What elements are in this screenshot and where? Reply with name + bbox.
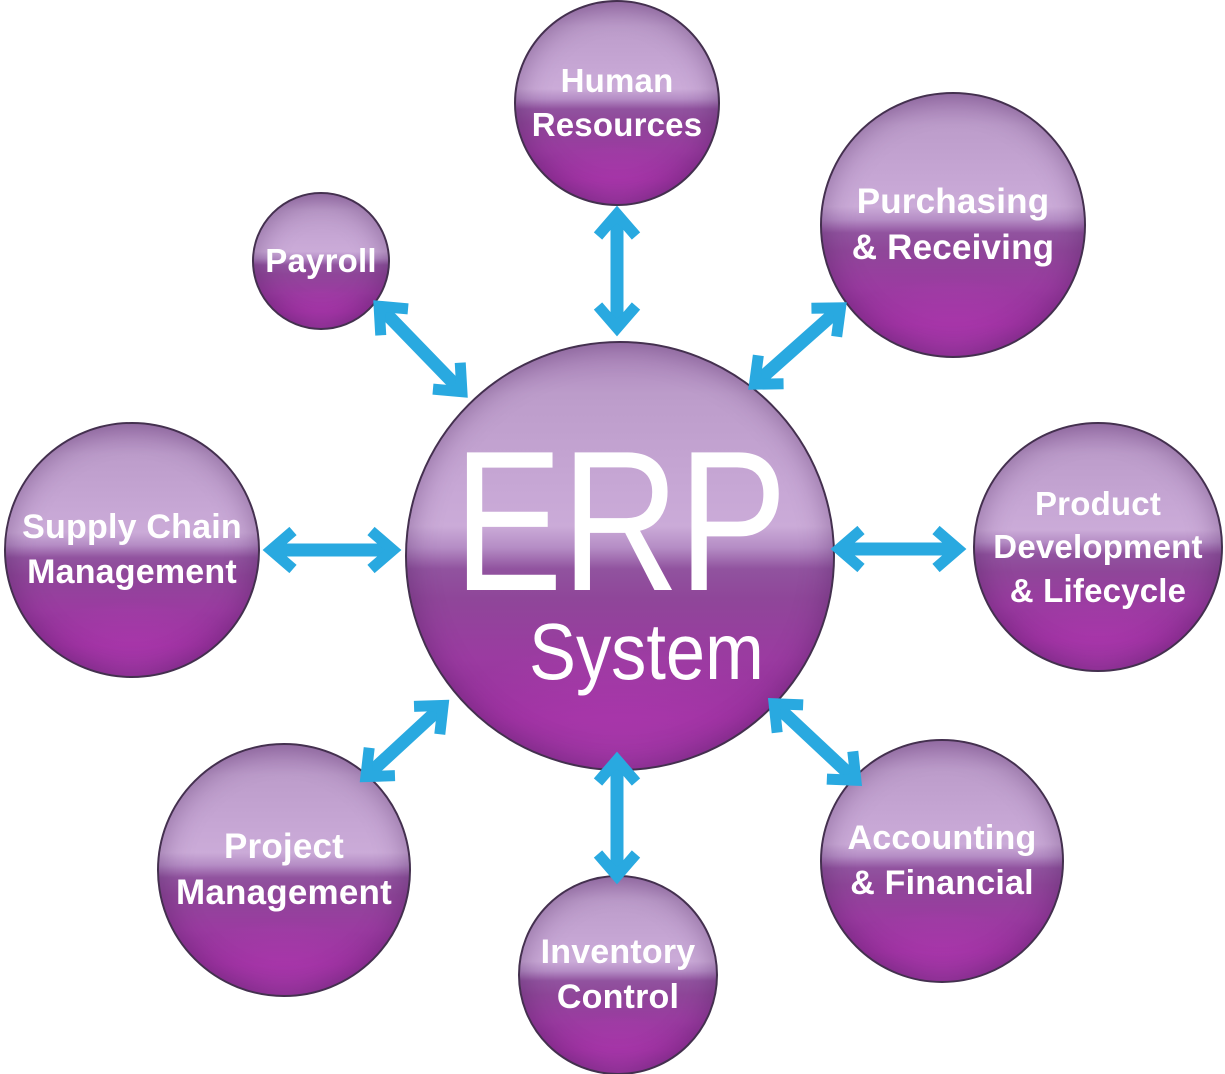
node-product-development-lifecycle: Product Development & Lifecycle <box>973 422 1223 672</box>
arrow-hub-accounting-financial <box>767 697 863 787</box>
arrow-hub-supply-chain <box>262 526 402 574</box>
node-payroll: Payroll <box>252 192 390 330</box>
arrow-hub-purchasing-receiving <box>748 302 847 390</box>
hub-subtitle: System <box>528 607 764 696</box>
hub-title: ERP <box>453 410 788 633</box>
node-supply-chain-management: Supply Chain Management <box>4 422 260 678</box>
node-label: Project Management <box>176 826 392 912</box>
arrow-hub-payroll <box>373 300 468 398</box>
arrow-hub-project-management <box>359 699 450 783</box>
arrow-hub-product-development <box>830 525 967 573</box>
node-project-management: Project Management <box>157 743 411 997</box>
node-label: Accounting & Financial <box>847 819 1037 902</box>
node-erp-hub: ERP System <box>405 341 835 771</box>
node-label: Payroll <box>265 242 377 280</box>
node-purchasing-receiving: Purchasing & Receiving <box>820 92 1086 358</box>
node-inventory-control: Inventory Control <box>518 875 718 1074</box>
node-label: Product Development & Lifecycle <box>993 484 1203 609</box>
arrow-hub-human-resources <box>593 205 641 337</box>
node-accounting-financial: Accounting & Financial <box>820 739 1064 983</box>
node-label: Inventory Control <box>540 933 696 1016</box>
arrow-hub-inventory-control <box>593 751 641 885</box>
node-label: Supply Chain Management <box>22 508 242 591</box>
node-label: Human Resources <box>531 62 703 143</box>
node-human-resources: Human Resources <box>514 0 720 206</box>
node-label: Purchasing & Receiving <box>851 181 1055 267</box>
